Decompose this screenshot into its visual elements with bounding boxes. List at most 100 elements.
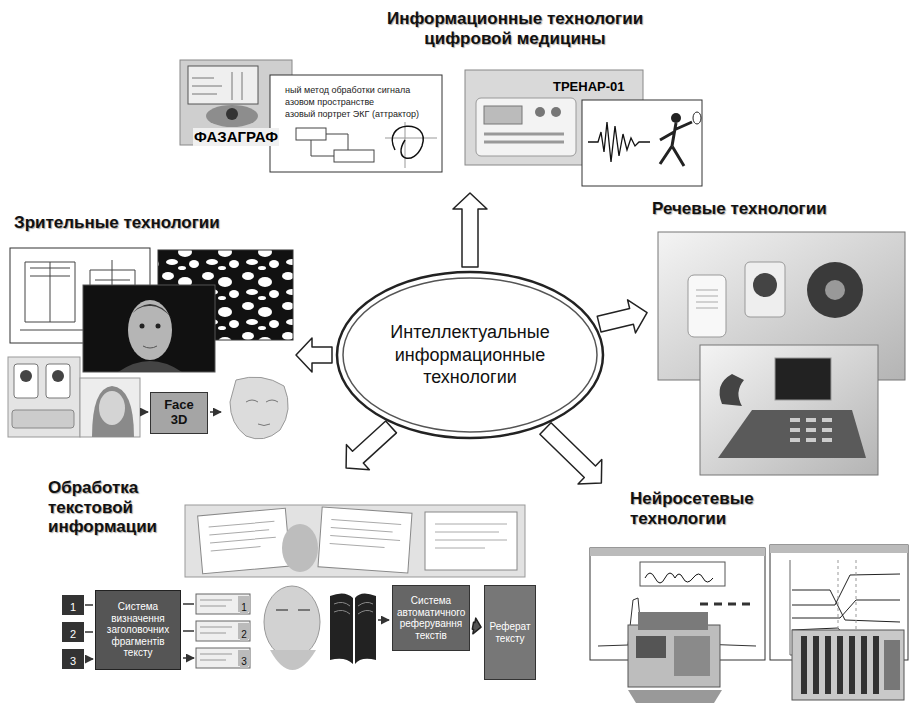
phone-photo [790,420,832,440]
document-collage [185,505,525,577]
device-caption: ФАЗАГРАФ [193,128,279,146]
waveform-panel [582,100,702,186]
face-photo [83,285,215,372]
fazagraph-photo [226,108,238,120]
cameras [52,370,64,382]
technology-group: Система визначення заголовочних фрагмент… [40,470,545,705]
label-holder: ТРЕНАР-01 [552,77,626,95]
document-collage [198,508,291,573]
ocr-screenshot [645,573,713,583]
slide-text: ный метод обработки сигнала [284,85,411,96]
label-holder: 1 [238,597,250,615]
face-photo [118,361,182,372]
trenar-device [484,134,564,142]
waveform-panel [588,122,650,162]
input-fragments [62,649,84,669]
face-photo [83,285,215,372]
document-collage [330,520,402,549]
callout-number: 3 [69,655,77,668]
speech-devices [696,290,718,308]
technology-group: Face 3D Зрительные технологии [8,205,293,445]
output-fragments [196,594,250,614]
trenar-device [551,107,561,117]
technology-group: Речевые технологии [650,195,905,485]
neural-hardware [674,636,710,676]
phase-method-slide [270,75,442,172]
fazagraph-photo [188,66,258,104]
input-fragments [62,595,84,615]
fazagraph-photo [206,105,258,127]
phone-photo [700,345,878,475]
group-heading: Информационные технологии цифровой медиц… [375,9,655,48]
neural-hardware [628,690,722,703]
callout-number: 1 [240,602,248,614]
ellipse-text: Интеллектуальные информационные технолог… [381,321,559,389]
label-holder: 2 [238,624,250,642]
document-collage [318,507,412,573]
woman-photo [92,386,134,437]
neural-hardware [804,636,876,694]
speech-devices [688,275,726,337]
phone-photo [775,358,831,400]
slide-text: азовом пространстве [284,97,375,108]
label-holder: ФАЗАГРАФ [193,128,279,146]
trenar-device [484,106,522,124]
output-fragments [183,594,250,668]
book-icon [330,593,353,664]
trenar-device [535,107,545,117]
cameras [8,357,80,437]
label-holder: 2 [62,624,84,642]
block-arrow [597,300,647,333]
neural-hardware [638,612,708,630]
process-box: Реферат тексту [484,585,536,680]
group-heading: Обработка текстовой информации [48,478,178,537]
slide-text: азовый портрет ЭКГ (аттрактор) [284,109,420,120]
face3d-box: Face 3D [150,392,208,434]
block-arrow [472,618,481,634]
neural-hardware [636,636,666,658]
document-collage [209,521,277,551]
cameras [20,370,32,382]
woman-photo [80,378,140,437]
phase-method-slide [385,122,437,168]
block-arrow [453,193,487,267]
process-box: Система визначення заголовочних фрагмент… [95,590,181,670]
document-collage [435,524,507,548]
phone-photo [700,345,878,475]
ocr-screenshot [640,562,725,586]
label-holder: 3 [238,651,250,669]
label-holder: ный метод обработки сигнала [284,79,411,97]
cameras [46,364,70,398]
neural-hardware [792,630,904,700]
callout-number: 1 [69,601,77,614]
signal-graph [770,545,908,553]
document-collage [282,524,318,572]
callout-number: 3 [240,656,248,668]
label-holder: 3 [62,651,84,669]
box-text: Система автоматичного реферування тексті… [397,595,465,641]
document-collage [425,512,517,570]
face-photo [140,324,145,329]
phase-method-slide [296,128,326,140]
phase-method-slide [392,126,423,158]
output-fragments [196,621,250,641]
waveform-panel [660,122,692,166]
output-fragments [196,648,250,668]
ellipse-inner [343,278,597,432]
fazagraph-photo [192,72,242,100]
box-text: Система визначення заголовочних фрагмент… [100,601,176,659]
phase-method-slide [311,134,348,156]
process-box: Система автоматичного реферування тексті… [392,585,470,651]
group-heading: Зрительные технологии [14,213,284,233]
neural-hardware [884,640,900,690]
speech-devices [807,262,863,318]
face-photo [156,324,161,329]
group-heading: Речевые технологии [652,199,892,219]
label-holder: 1 [62,597,84,615]
head-picture [264,586,320,670]
phone-photo [718,410,866,458]
cameras [14,364,38,398]
speech-devices [745,262,785,317]
